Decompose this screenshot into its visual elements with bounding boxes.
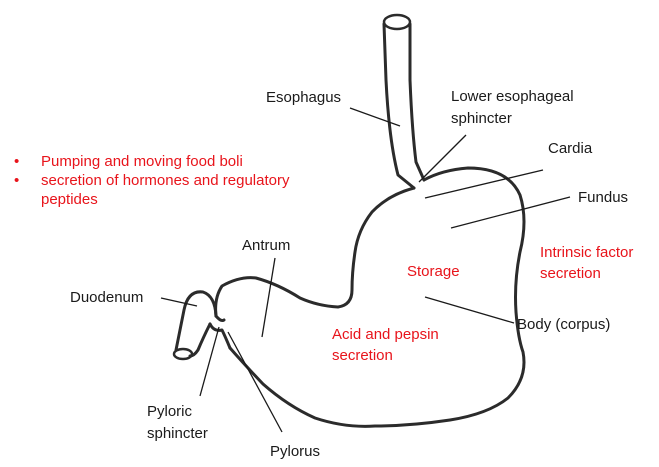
function-bullet-item: • secretion of hormones and regulatory [14, 171, 289, 190]
function-bullet-text: Pumping and moving food boli [41, 153, 243, 170]
function-bullet-item: • Pumping and moving food boli [14, 152, 289, 171]
pylorus-leader [228, 332, 282, 432]
pyloric-sphincter-label-line2: sphincter [147, 424, 208, 443]
storage-label: Storage [407, 262, 460, 281]
bullet-marker: • [14, 171, 19, 190]
function-bullet-continuation-text: peptides [41, 191, 98, 208]
function-bullet-text: secretion of hormones and regulatory [41, 172, 289, 189]
duodenum-label: Duodenum [70, 288, 143, 307]
fundus-label: Fundus [578, 188, 628, 207]
les-label-line1: Lower esophageal [451, 87, 574, 106]
body-leader [425, 297, 514, 323]
antrum-leader [262, 258, 275, 337]
duodenum-lower-wall [190, 324, 210, 356]
function-bullet-list: • Pumping and moving food boli • secretion… [14, 152, 289, 209]
esophagus-label: Esophagus [266, 88, 341, 107]
pylorus-label: Pylorus [270, 442, 320, 461]
duodenum-leader [161, 298, 197, 306]
les-label-line2: sphincter [451, 109, 512, 128]
duodenum-opening [174, 349, 192, 359]
cardia-label: Cardia [548, 139, 592, 158]
duodenum-upper-wall [176, 292, 216, 350]
pyloric-sphincter-label-line1: Pyloric [147, 402, 192, 421]
function-bullet-continuation: peptides [14, 190, 289, 209]
pyloric-constriction-lower [210, 324, 230, 348]
intrinsic-factor-label-line2: secretion [540, 264, 601, 283]
esophagus-leader [350, 108, 400, 126]
esophagus-opening [384, 15, 410, 29]
intrinsic-factor-label-line1: Intrinsic factor [540, 243, 633, 262]
body-label: Body (corpus) [517, 315, 610, 334]
antrum-label: Antrum [242, 236, 290, 255]
fundus-leader [451, 197, 570, 228]
bullet-marker: • [14, 152, 19, 171]
acid-pepsin-label-line1: Acid and pepsin [332, 325, 439, 344]
les-leader [419, 135, 466, 182]
acid-pepsin-label-line2: secretion [332, 346, 393, 365]
cardia-leader [425, 170, 543, 198]
esophagus-right-wall [410, 24, 424, 180]
